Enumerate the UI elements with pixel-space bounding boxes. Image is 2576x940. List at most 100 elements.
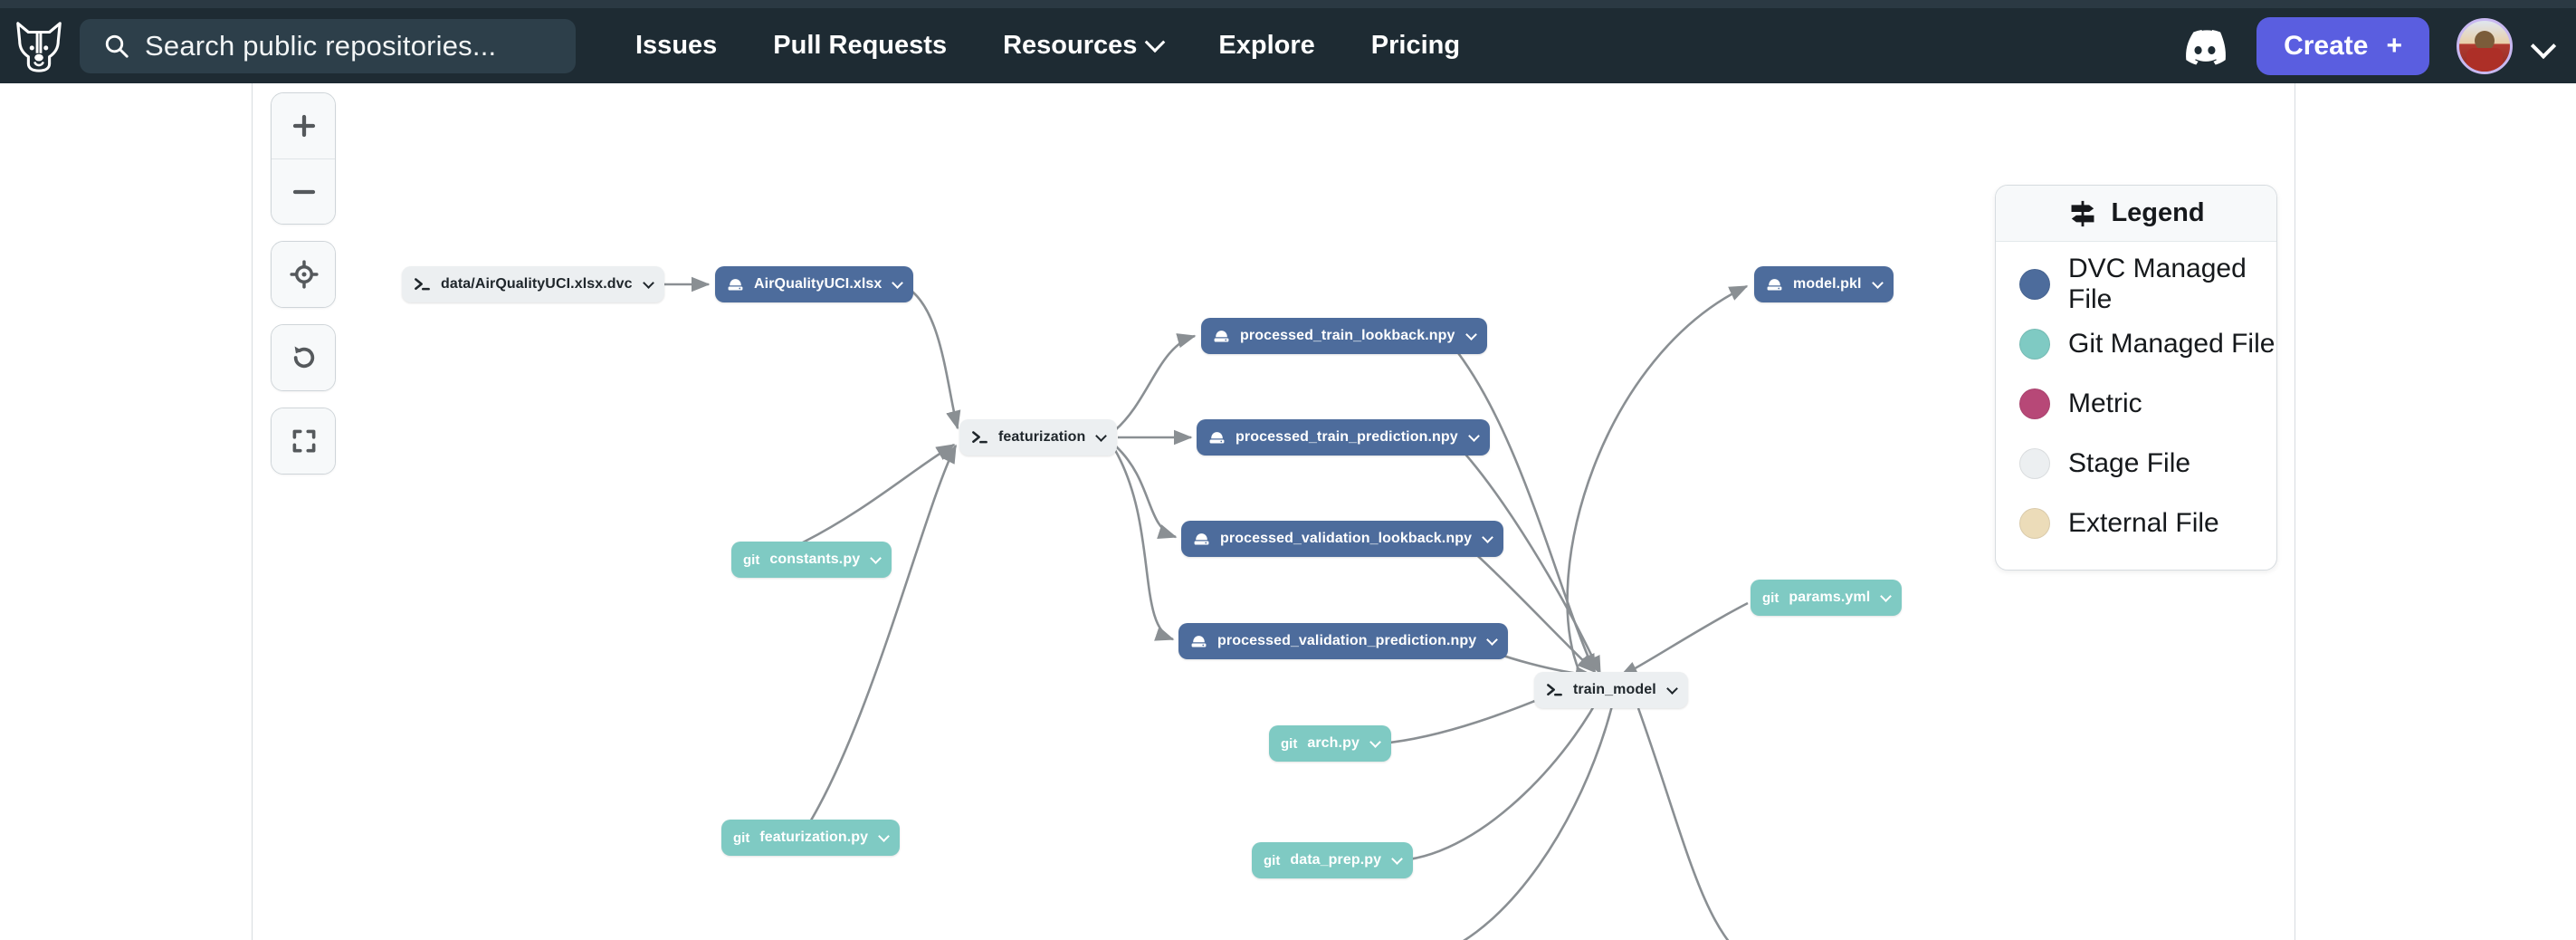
create-button[interactable]: Create + — [2256, 16, 2429, 75]
legend-item-label: Metric — [2068, 388, 2142, 418]
legend-item-label: Git Managed File — [2068, 329, 2275, 359]
legend-item[interactable]: Git Managed File — [2019, 314, 2276, 374]
dag-node[interactable]: processed_validation_lookback.npy — [1181, 521, 1504, 557]
plus-icon — [292, 114, 316, 138]
chevron-down-icon[interactable] — [642, 277, 654, 289]
reset-rotate-icon — [293, 346, 315, 369]
nav-item-issues[interactable]: Issues — [635, 31, 717, 61]
chevron-down-icon[interactable] — [870, 552, 883, 564]
nav-label: Explore — [1218, 31, 1315, 60]
chevron-down-icon[interactable] — [2530, 33, 2557, 59]
bulldog-logo-icon[interactable] — [11, 18, 67, 74]
git-badge-icon: git — [1264, 852, 1281, 868]
chevron-down-icon[interactable] — [1467, 430, 1480, 442]
legend-color-swatch — [2019, 448, 2050, 479]
nav-label: Issues — [635, 31, 718, 60]
dag-node[interactable]: git constants.py — [731, 542, 892, 578]
legend-item[interactable]: External File — [2019, 494, 2276, 553]
chevron-down-icon[interactable] — [1665, 683, 1678, 695]
dag-node-label: constants.py — [769, 552, 861, 567]
zoom-toolbar — [271, 92, 336, 491]
legend-header: Legend — [1996, 186, 2276, 242]
nav-item-pricing[interactable]: Pricing — [1371, 31, 1460, 61]
git-badge-icon: git — [733, 830, 750, 846]
legend-item[interactable]: DVC Managed File — [2019, 254, 2276, 314]
fullscreen-button[interactable] — [272, 408, 335, 474]
zoom-out-button[interactable] — [272, 158, 335, 224]
dag-node-label: AirQualityUCI.xlsx — [754, 276, 883, 292]
search-placeholder-text: Search public repositories... — [145, 29, 497, 62]
dag-node[interactable]: processed_validation_prediction.npy — [1178, 623, 1509, 659]
git-badge-icon: git — [1281, 735, 1298, 752]
chevron-down-icon[interactable] — [1095, 430, 1108, 442]
search-icon — [105, 34, 129, 58]
avatar-body — [2466, 47, 2503, 72]
dag-node[interactable]: processed_train_lookback.npy — [1201, 318, 1487, 354]
dag-canvas[interactable]: data/AirQualityUCI.xlsx.dvc AirQualityUCI… — [0, 83, 2576, 940]
header-actions: Create + — [2180, 16, 2576, 75]
legend-title: Legend — [2111, 198, 2205, 227]
legend-color-swatch — [2019, 508, 2050, 539]
terminal-prompt-icon — [415, 278, 430, 291]
chevron-down-icon[interactable] — [878, 830, 891, 842]
nav-label: Resources — [1003, 31, 1138, 60]
chevron-down-icon — [1145, 31, 1166, 53]
chevron-down-icon[interactable] — [1486, 634, 1499, 646]
chevron-down-icon[interactable] — [892, 277, 904, 289]
fullscreen-expand-icon — [292, 429, 316, 453]
avatar-head — [2475, 30, 2495, 51]
database-icon — [1191, 635, 1207, 647]
center-view-button[interactable] — [272, 242, 335, 307]
zoom-in-button[interactable] — [272, 93, 335, 158]
chevron-down-icon[interactable] — [1880, 590, 1893, 602]
dag-node-label: processed_validation_lookback.npy — [1220, 531, 1473, 546]
minus-icon — [292, 189, 316, 194]
terminal-prompt-icon — [1547, 684, 1562, 696]
avatar[interactable] — [2457, 17, 2513, 74]
dag-node[interactable]: data/AirQualityUCI.xlsx.dvc — [402, 266, 664, 302]
nav-item-pull-requests[interactable]: Pull Requests — [773, 31, 947, 61]
zoom-group — [271, 92, 336, 225]
chevron-down-icon[interactable] — [1871, 277, 1884, 289]
chevron-down-icon[interactable] — [1369, 736, 1381, 748]
git-badge-icon: git — [743, 552, 760, 568]
dag-node-label: featurization.py — [759, 830, 869, 845]
chevron-down-icon[interactable] — [1465, 329, 1477, 341]
top-strip — [0, 0, 2576, 8]
dag-node[interactable]: git featurization.py — [721, 820, 901, 856]
legend-item[interactable]: Stage File — [2019, 434, 2276, 494]
dag-node-label: processed_train_lookback.npy — [1240, 328, 1455, 343]
dag-node[interactable]: processed_train_prediction.npy — [1197, 419, 1490, 456]
dag-node-label: processed_train_prediction.npy — [1236, 429, 1458, 445]
search-input[interactable]: Search public repositories... — [80, 18, 576, 73]
reset-view-button[interactable] — [272, 325, 335, 390]
dag-node[interactable]: featurization — [959, 419, 1118, 456]
legend-item-label: Stage File — [2068, 448, 2191, 478]
legend-color-swatch — [2019, 269, 2050, 300]
dag-node-label: train_model — [1573, 682, 1656, 697]
discord-icon[interactable] — [2180, 27, 2229, 65]
legend-item[interactable]: Metric — [2019, 374, 2276, 434]
database-icon — [1194, 532, 1209, 544]
plus-icon: + — [2386, 30, 2402, 61]
chevron-down-icon[interactable] — [1391, 853, 1403, 865]
dag-node[interactable]: model.pkl — [1754, 266, 1894, 302]
dag-node[interactable]: git arch.py — [1269, 725, 1391, 762]
dag-node-label: featurization — [998, 429, 1086, 445]
legend-item-label: DVC Managed File — [2068, 254, 2247, 314]
nav-item-resources[interactable]: Resources — [1003, 31, 1166, 61]
fullscreen-group — [271, 408, 336, 475]
dag-node[interactable]: AirQualityUCI.xlsx — [715, 266, 914, 302]
database-icon — [728, 278, 743, 290]
dag-node[interactable]: train_model — [1534, 672, 1688, 708]
nav-item-explore[interactable]: Explore — [1218, 31, 1314, 61]
chevron-down-icon[interactable] — [1482, 532, 1493, 543]
dag-node-label: arch.py — [1307, 735, 1360, 751]
legend-item-label: External File — [2068, 508, 2219, 538]
dag-nodes: data/AirQualityUCI.xlsx.dvc AirQualityUCI… — [0, 83, 2295, 940]
